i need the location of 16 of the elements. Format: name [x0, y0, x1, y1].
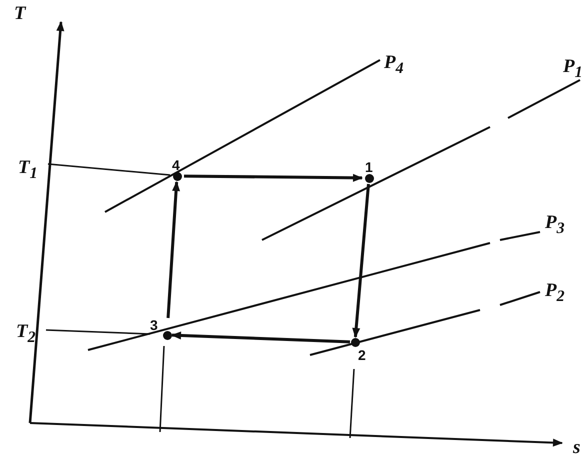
axis-label: P$_{1}$	[563, 57, 583, 83]
state-number: 2	[358, 348, 366, 362]
axis-label: T$_{1}$	[18, 158, 38, 184]
state-number: 1	[365, 160, 373, 174]
process-arrow	[352, 184, 370, 338]
process-arrow	[184, 174, 363, 182]
axis-label: T	[14, 4, 26, 24]
axis-label: s	[573, 438, 580, 458]
axis-label: T$_{2}$	[16, 322, 36, 348]
process-arrow	[171, 332, 350, 344]
state-number: 4	[172, 158, 180, 172]
axis-label: P$_{4}$	[384, 53, 404, 79]
state-number: 3	[150, 318, 158, 332]
process-arrow	[166, 181, 180, 318]
axis-label: P$_{3}$	[545, 213, 565, 239]
axis-label: P$_{2}$	[545, 281, 565, 307]
